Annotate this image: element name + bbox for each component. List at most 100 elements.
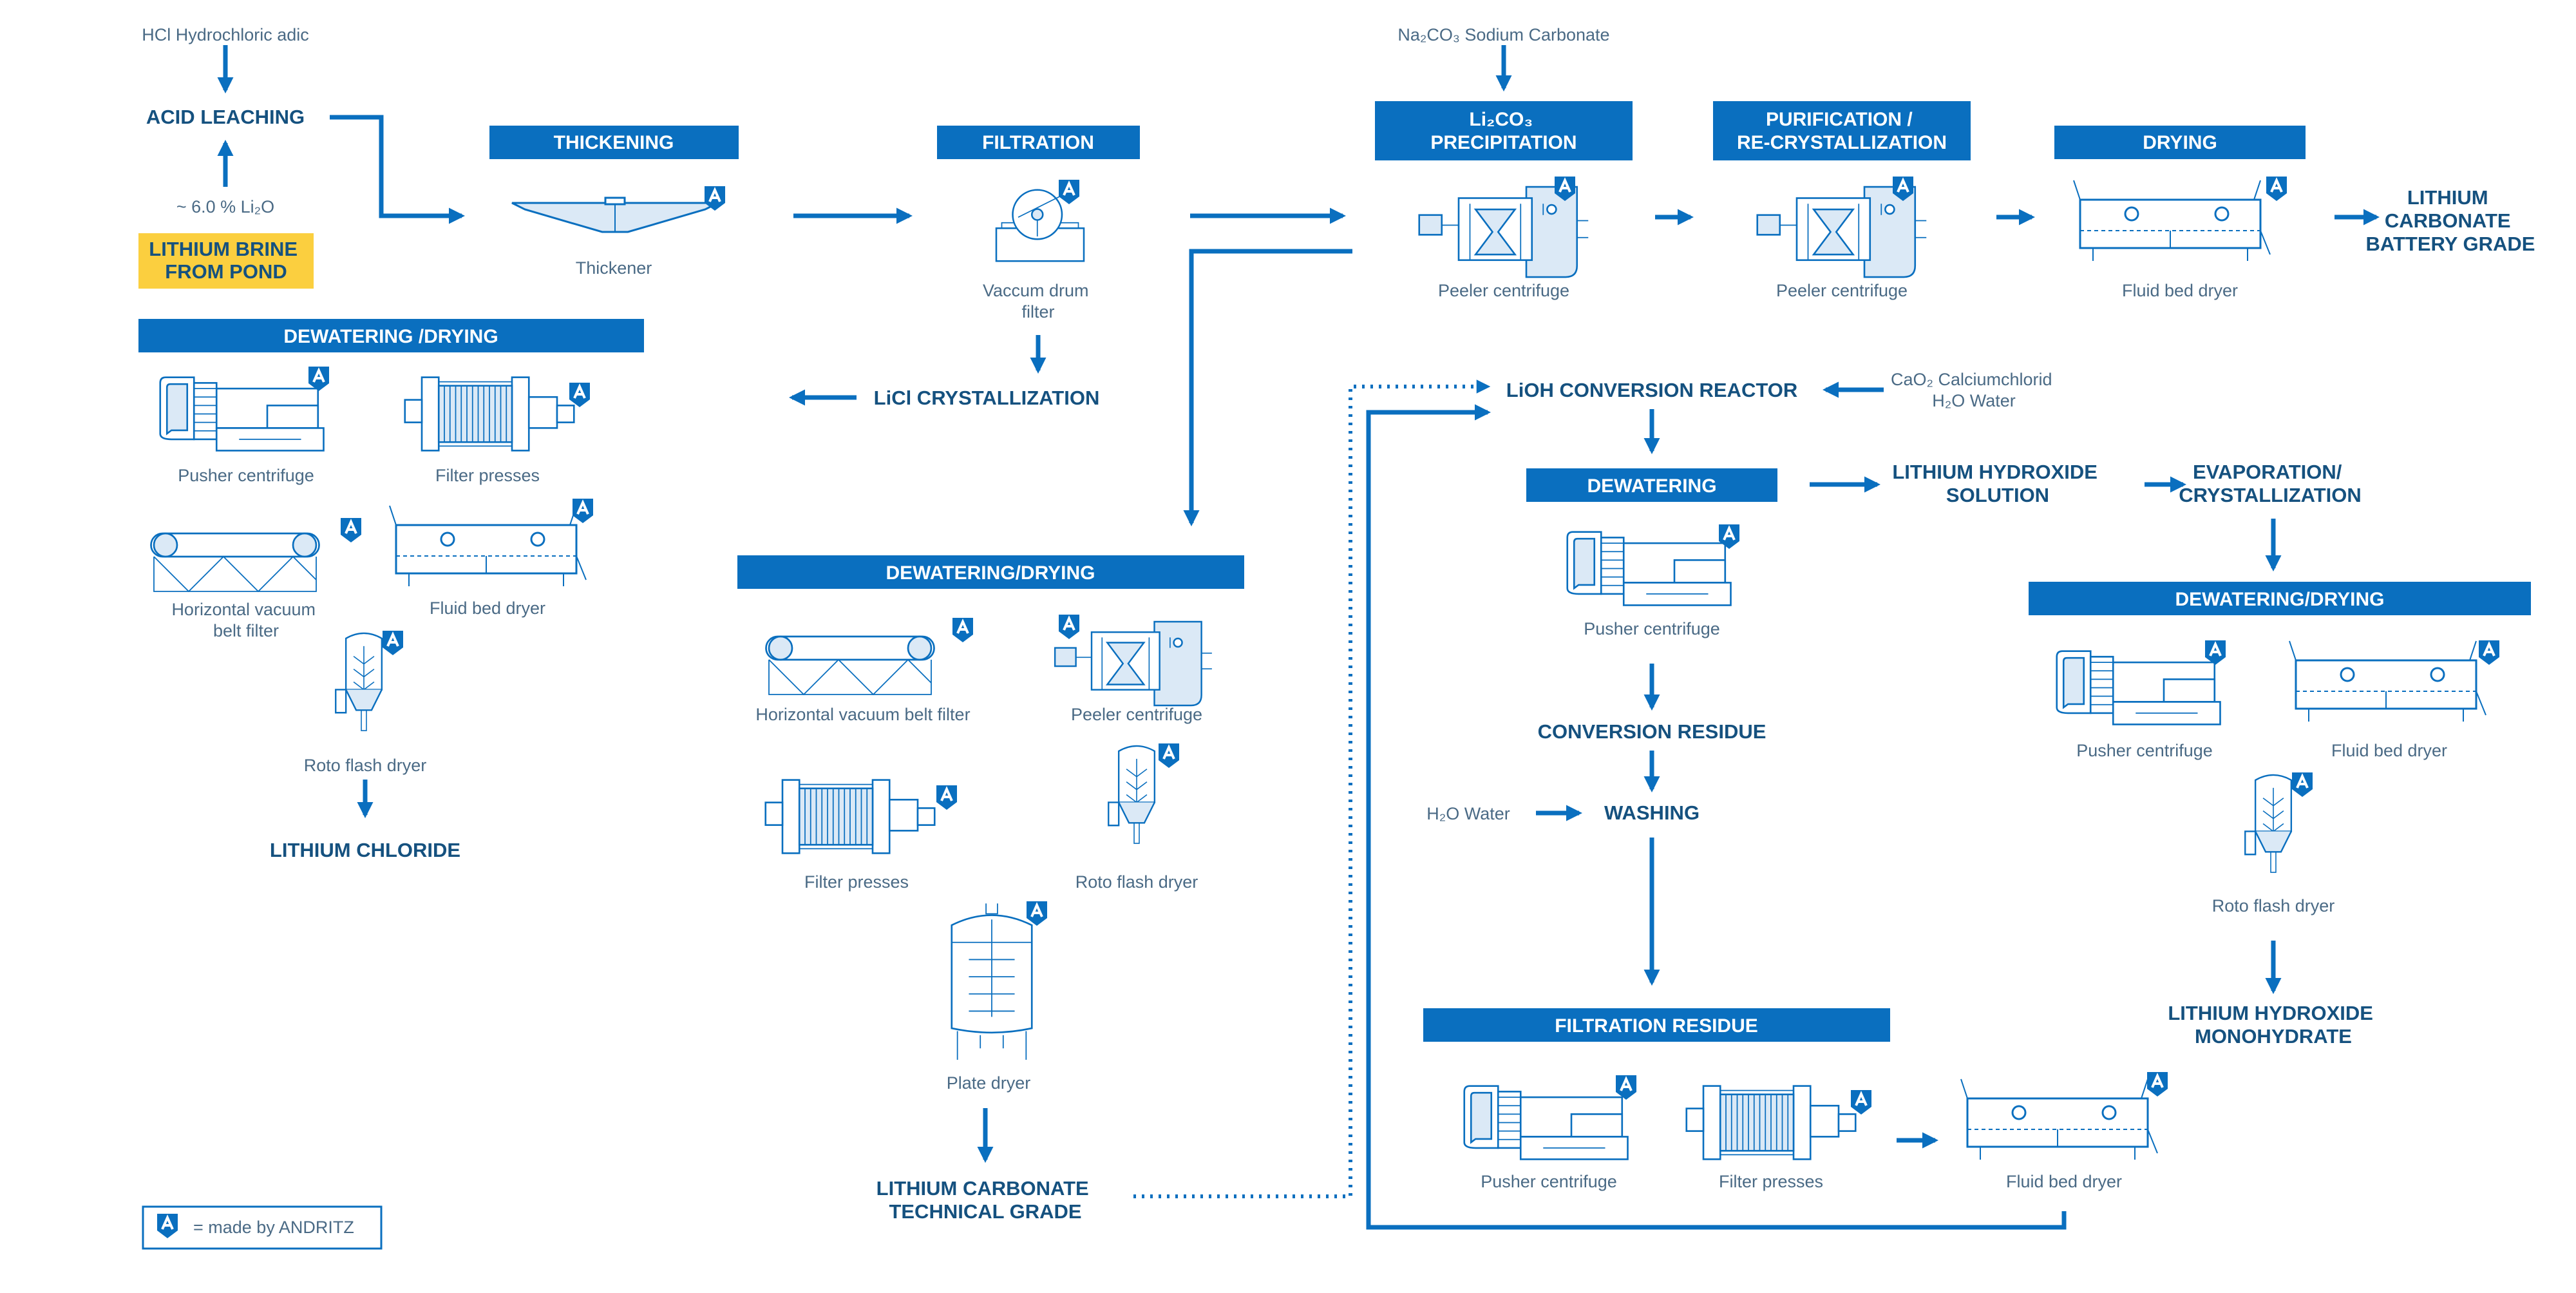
dewatering-drying-header-mid: [737, 555, 1244, 589]
thickening-header-label: THICKENING: [554, 132, 674, 153]
roto-flash-dryer-icon: [1108, 745, 1156, 845]
andritz-badge-icon: [2204, 639, 2227, 666]
li2o-concentration-label: ~ 6.0 % Li₂O: [176, 197, 274, 216]
andritz-badge-icon: [307, 365, 330, 392]
filter-presses-label: Filter presses: [1719, 1172, 1823, 1191]
precipitation-header: [1375, 101, 1633, 160]
plate-dryer-icon: [951, 902, 1033, 1061]
fluid-bed-dryer-label: Fluid bed dryer: [2006, 1172, 2122, 1191]
lithium-carbonate-technical-grade-output: LITHIUM CARBONATE TECHNICAL GRADE: [876, 1177, 1095, 1223]
horizontal-vacuum-belt-filter-label: Horizontal vacuum belt filter: [171, 600, 320, 640]
fluid-bed-dryer-icon: [2072, 179, 2271, 262]
dewatering-drying-header-mid-label: DEWATERING/DRYING: [886, 562, 1095, 584]
andritz-badge-icon: [951, 617, 974, 644]
pusher-centrifuge-icon: [1566, 531, 1732, 606]
acid-leaching-step: ACID LEACHING: [146, 106, 305, 128]
fluid-bed-dryer-icon: [2288, 640, 2487, 723]
legend-label: = made by ANDRITZ: [193, 1218, 354, 1237]
roto-flash-dryer-icon: [335, 632, 383, 732]
pusher-centrifuge-icon: [1463, 1085, 1629, 1160]
fluid-bed-dryer-label: Fluid bed dryer: [430, 599, 545, 618]
andritz-badge-icon: [2291, 771, 2314, 798]
hcl-input-label: HCl Hydrochloric adic: [142, 25, 309, 44]
andritz-badge-icon: [1025, 900, 1048, 927]
andritz-badge-icon: [2477, 639, 2501, 666]
flow-connectors: [217, 45, 2380, 1230]
drying-header: [2054, 126, 2306, 159]
pusher-centrifuge-icon: [2056, 650, 2221, 725]
andritz-badge-icon: [1157, 742, 1180, 769]
filter-press-icon: [1685, 1085, 1857, 1160]
peeler-centrifuge-icon: [1756, 186, 1927, 278]
thickening-header: [489, 126, 739, 159]
lithium-brine-box: [138, 233, 314, 289]
vacuum-drum-filter-label: Vaccum drum filter: [983, 281, 1094, 321]
peeler-centrifuge-label: Peeler centrifuge: [1776, 281, 1908, 300]
purification-header: [1713, 101, 1971, 160]
h2o-water-input-label: H₂O Water: [1426, 804, 1510, 823]
filtration-header-label: FILTRATION: [982, 132, 1094, 153]
plate-dryer-label: Plate dryer: [947, 1073, 1031, 1093]
roto-flash-dryer-icon: [2244, 774, 2293, 874]
dewatering-header-label: DEWATERING: [1587, 475, 1716, 497]
fluid-bed-dryer-icon: [388, 504, 587, 588]
lithium-hydroxide-monohydrate-output: LITHIUM HYDROXIDE MONOHYDRATE: [2168, 1002, 2378, 1048]
filtration-residue-header: [1423, 1008, 1890, 1042]
filter-press-icon: [404, 376, 575, 452]
roto-flash-dryer-label: Roto flash dryer: [2212, 896, 2335, 915]
andritz-badge-icon: [935, 784, 958, 811]
fluid-bed-dryer-label: Fluid bed dryer: [2122, 281, 2238, 300]
andritz-badge-icon: [571, 497, 594, 524]
pusher-centrifuge-icon: [159, 376, 325, 452]
legend: = made by ANDRITZ: [142, 1205, 383, 1250]
pusher-centrifuge-label: Pusher centrifuge: [1481, 1172, 1617, 1191]
thickener-label: Thickener: [576, 258, 652, 278]
fluid-bed-dryer-label: Fluid bed dryer: [2331, 741, 2447, 760]
dewatering-header: [1526, 468, 1777, 502]
andritz-badge-icon: [156, 1212, 179, 1240]
andritz-badge-icon: [1615, 1074, 1638, 1101]
lithium-carbonate-battery-grade-output: LITHIUM CARBONATE BATTERY GRADE: [2366, 186, 2535, 255]
filter-presses-label: Filter presses: [435, 466, 540, 485]
dewatering-drying-header-left: [138, 319, 644, 352]
lithium-brine-label: LITHIUM BRINE FROM POND: [149, 238, 303, 283]
conversion-residue-step: CONVERSION RESIDUE: [1538, 720, 1766, 743]
licl-crystallization-step: LiCl CRYSTALLIZATION: [874, 387, 1100, 409]
purification-header-label: PURIFICATION / RE-CRYSTALLIZATION: [1737, 109, 1947, 153]
filter-press-icon: [764, 779, 936, 854]
belt-filter-icon: [150, 532, 320, 593]
drying-header-label: DRYING: [2143, 132, 2217, 153]
andritz-badge-icon: [1057, 178, 1081, 206]
evaporation-crystallization-step: EVAPORATION/ CRYSTALLIZATION: [2179, 461, 2362, 506]
thickener-icon: [511, 196, 719, 233]
peeler-centrifuge-label: Peeler centrifuge: [1071, 705, 1202, 724]
filtration-header: [937, 126, 1140, 159]
andritz-badge-icon: [339, 517, 363, 544]
horizontal-vacuum-belt-filter-label: Horizontal vacuum belt filter: [755, 705, 970, 724]
peeler-centrifuge-icon: [1418, 186, 1589, 278]
precipitation-header-label: Li₂CO₃ PRECIPITATION: [1430, 109, 1577, 153]
andritz-badge-icon: [1850, 1089, 1873, 1116]
pusher-centrifuge-label: Pusher centrifuge: [178, 466, 314, 485]
andritz-badge-icon: [2265, 175, 2288, 202]
dewatering-drying-header-right: [2029, 582, 2531, 615]
fluid-bed-dryer-icon: [1960, 1078, 2159, 1161]
lithium-chloride-output: LITHIUM CHLORIDE: [270, 839, 460, 861]
lithium-hydroxide-solution-step: LITHIUM HYDROXIDE SOLUTION: [1892, 461, 2103, 506]
peeler-centrifuge-icon: [1054, 620, 1213, 707]
filtration-residue-header-label: FILTRATION RESIDUE: [1555, 1015, 1758, 1037]
roto-flash-dryer-label: Roto flash dryer: [1075, 872, 1198, 892]
washing-step: WASHING: [1604, 801, 1700, 824]
dewatering-drying-header-left-label: DEWATERING /DRYING: [283, 326, 498, 347]
belt-filter-icon: [765, 635, 935, 696]
dewatering-drying-header-right-label: DEWATERING/DRYING: [2175, 589, 2384, 610]
andritz-badge-icon: [1057, 613, 1081, 640]
pusher-centrifuge-label: Pusher centrifuge: [1584, 619, 1720, 638]
legend-box: [142, 1205, 383, 1250]
andritz-badge-icon: [381, 629, 404, 656]
pusher-centrifuge-label: Pusher centrifuge: [2076, 741, 2213, 760]
reactor-inputs-label: CaO₂ Calciumchlorid H₂O Water: [1891, 370, 2057, 410]
filter-presses-label: Filter presses: [804, 872, 909, 892]
na2co3-input-label: Na₂CO₃ Sodium Carbonate: [1397, 25, 1609, 44]
